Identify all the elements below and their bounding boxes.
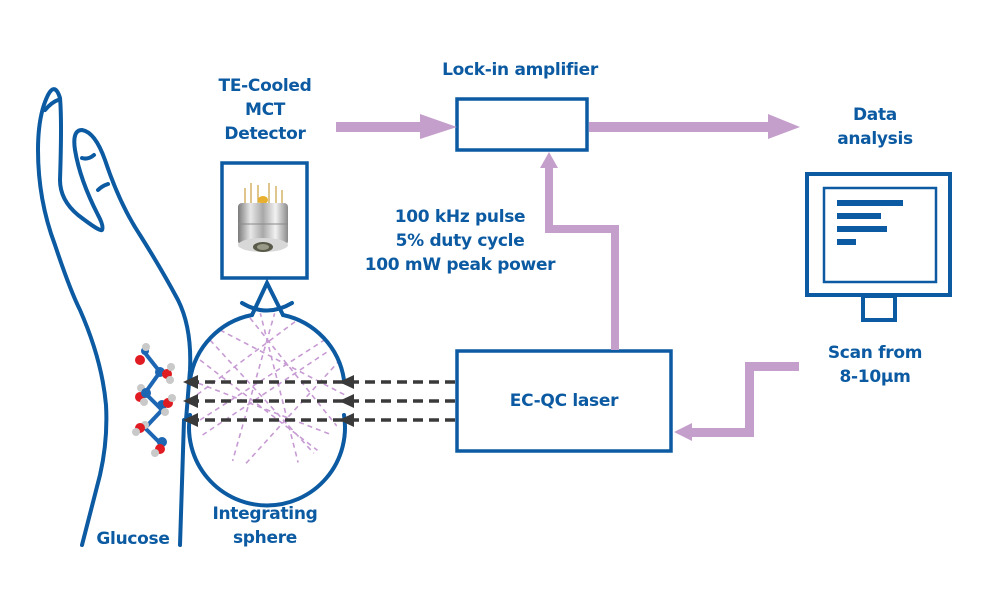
- pulse-spec-peak-power: 100 mW peak power: [364, 255, 556, 275]
- glucose-label: Glucose: [96, 529, 170, 549]
- screen-text-lines: [837, 200, 903, 245]
- knuckle-line-2: [96, 182, 110, 192]
- arrow-detector-to-lockin: [336, 114, 457, 139]
- arrow-scan-to-laser: [674, 362, 799, 441]
- arrow-laser-to-lockin: [540, 152, 619, 350]
- hand-outline: [36, 87, 193, 547]
- laser-box: [455, 349, 673, 453]
- scatter-paths: [189, 313, 345, 469]
- laser-label: EC-QC laser: [509, 391, 619, 411]
- integrating-sphere: [187, 313, 347, 508]
- scan-range-label: Scan from 8-10µm: [827, 343, 923, 387]
- data-analysis-label: Data analysis: [837, 105, 913, 149]
- pulse-spec-duty-cycle: 5% duty cycle: [395, 231, 525, 251]
- wrist-edge: [178, 418, 186, 547]
- hand-palm-edge: [36, 87, 109, 547]
- knuckle-line-1: [80, 153, 96, 161]
- signal-arrows: [336, 114, 800, 441]
- detector-cone: [240, 278, 294, 317]
- detector-label: TE-Cooled MCT Detector: [218, 76, 312, 144]
- lockin-amplifier-box: [455, 97, 589, 152]
- hand-finger: [58, 128, 193, 422]
- beam-arrowheads: [183, 375, 354, 427]
- computer-monitor: [805, 172, 952, 322]
- pulse-spec-frequency: 100 kHz pulse: [394, 207, 526, 227]
- lockin-label: Lock-in amplifier: [442, 60, 598, 80]
- integrating-sphere-label: Integrating sphere: [212, 504, 318, 548]
- arrow-lockin-to-analysis: [589, 114, 800, 139]
- laser-beams: [194, 380, 455, 422]
- mct-detector-image: [238, 183, 288, 252]
- pulse-specs: 100 kHz pulse 5% duty cycle 100 mW peak …: [340, 205, 580, 277]
- glucose-molecule: [132, 343, 176, 457]
- thumb-nail-line: [43, 98, 60, 112]
